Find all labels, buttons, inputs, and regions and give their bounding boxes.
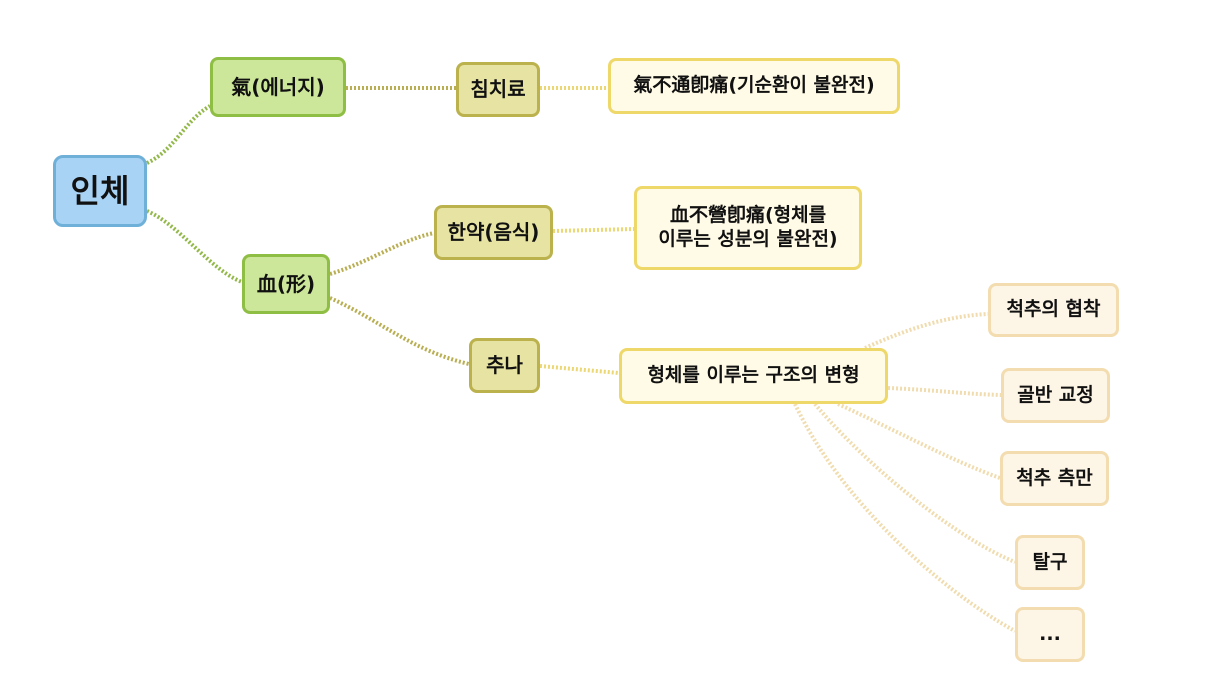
connector-blood-herbal	[329, 231, 435, 276]
node-herbal-medicine[interactable]: 한약(음식)	[434, 205, 553, 260]
node-condition-dislocation[interactable]: 탈구	[1015, 535, 1085, 590]
connector-condition-pelvis	[887, 386, 1002, 397]
blood-cause-line-1: 血不營卽痛(형체를	[669, 204, 827, 227]
node-structural-deformation[interactable]: 형체를 이루는 구조의 변형	[619, 348, 888, 404]
connector-root-blood	[146, 209, 243, 284]
connector-herbal-cause	[552, 227, 635, 233]
node-chuna[interactable]: 추나	[469, 338, 540, 393]
blood-cause-line-2: 이루는 성분의 불완전)	[658, 228, 838, 250]
root-node-human-body[interactable]: 인체	[53, 155, 147, 227]
connector-root-qi	[146, 104, 212, 165]
node-condition-scoliosis[interactable]: 척추 측만	[1000, 451, 1109, 506]
node-qi-blockage-cause[interactable]: 氣不通卽痛(기순환이 불완전)	[608, 58, 900, 114]
node-blood-deficiency-cause[interactable]: 血不營卽痛(형체를 이루는 성분의 불완전)	[634, 186, 862, 270]
node-condition-spinal-stenosis[interactable]: 척추의 협착	[988, 283, 1119, 337]
connector-condition-dislocation	[813, 402, 1016, 564]
connector-blood-chuna	[329, 296, 470, 366]
connector-condition-more	[793, 403, 1016, 633]
connector-chuna-cause	[539, 364, 620, 375]
connector-condition-scoliosis	[837, 402, 1001, 480]
node-qi-energy[interactable]: 氣(에너지)	[210, 57, 346, 117]
node-condition-pelvic-correction[interactable]: 골반 교정	[1001, 368, 1110, 423]
node-condition-more[interactable]: ...	[1015, 607, 1085, 662]
connector-condition-stenosis	[864, 312, 989, 350]
node-acupuncture[interactable]: 침치료	[456, 62, 540, 117]
node-blood-form[interactable]: 血(形)	[242, 254, 330, 314]
